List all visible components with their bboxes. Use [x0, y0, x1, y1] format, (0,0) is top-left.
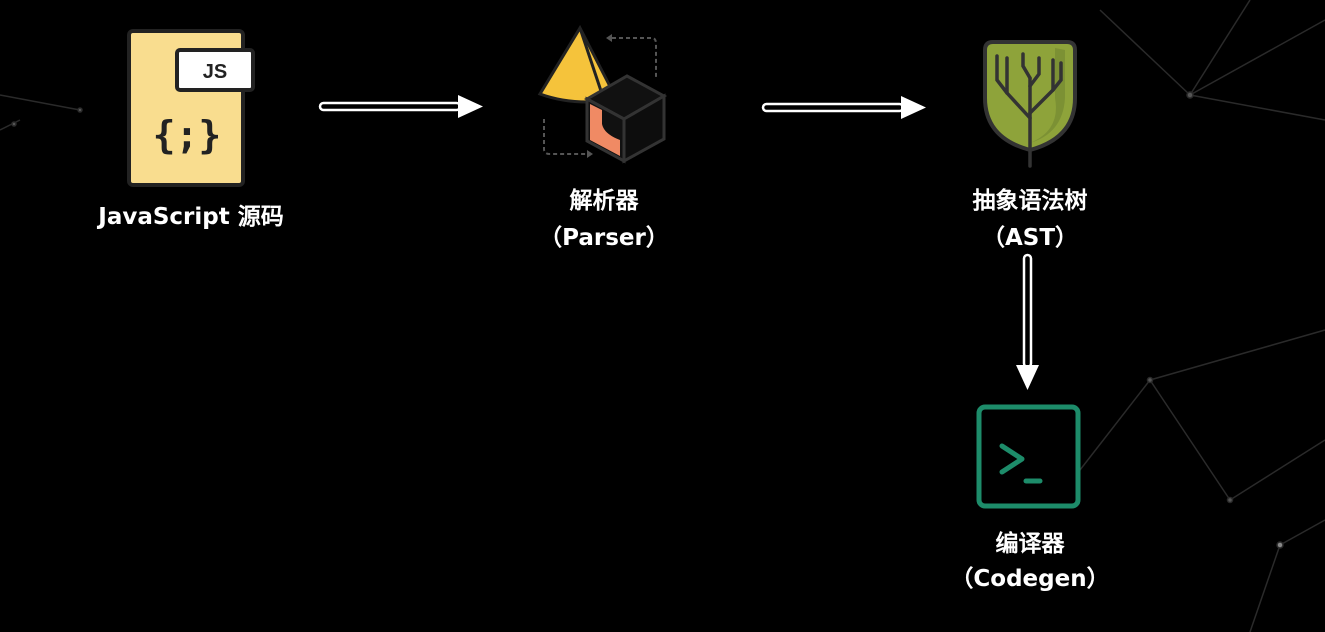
- parser-icon: [537, 24, 668, 164]
- svg-text:JS: JS: [203, 61, 227, 83]
- arrow-right-icon: [761, 96, 926, 119]
- parser-title: 解析器: [569, 188, 639, 214]
- arrow-down-icon: [1016, 253, 1039, 390]
- codegen-subtitle: （Codegen）: [950, 566, 1110, 592]
- source-label: JavaScript 源码: [98, 204, 284, 230]
- svg-text:{;}: {;}: [153, 113, 222, 157]
- codegen-title: 编译器: [995, 531, 1065, 557]
- terminal-icon: [976, 404, 1081, 509]
- ast-title: 抽象语法树: [972, 188, 1088, 214]
- arrow-right-icon: [318, 95, 483, 118]
- parser-subtitle: （Parser）: [539, 225, 669, 251]
- js-file-icon: JS {;}: [127, 29, 255, 187]
- tree-icon: [983, 40, 1077, 168]
- ast-subtitle: （AST）: [981, 225, 1079, 251]
